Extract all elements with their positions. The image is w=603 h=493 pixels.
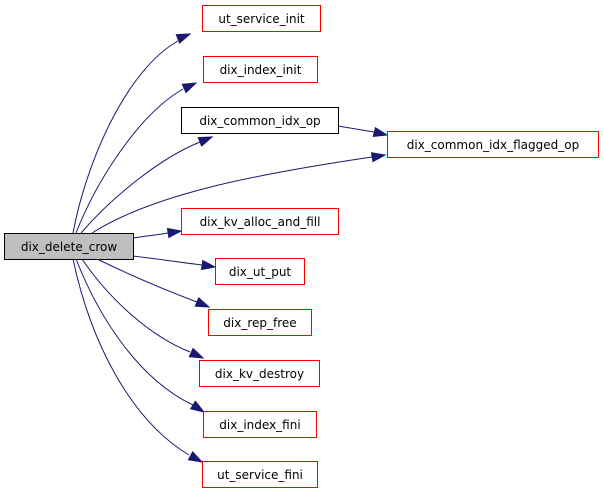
node-dix_index_init[interactable]: dix_index_init	[203, 56, 318, 83]
edge-dix_delete_crow-to-dix_ut_put	[132, 255, 217, 271]
node-label: dix_kv_destroy	[215, 367, 304, 381]
node-label: ut_service_init	[218, 12, 305, 26]
edge-line	[81, 258, 191, 353]
edge-dix_delete_crow-to-dix_index_init	[75, 82, 198, 234]
node-box	[215, 258, 305, 285]
arrowhead-icon	[188, 347, 205, 359]
arrowhead-icon	[200, 259, 217, 271]
edge-dix_delete_crow-to-dix_kv_destroy	[81, 258, 205, 359]
arrowhead-icon	[181, 82, 198, 94]
edge-dix_common_idx_op-to-dix_common_idx_flagged_op	[337, 125, 389, 138]
edge-line	[72, 40, 179, 234]
edge-line	[337, 125, 375, 133]
node-dix_rep_free[interactable]: dix_rep_free	[208, 309, 312, 336]
arrowhead-icon	[372, 126, 389, 138]
node-box	[202, 5, 321, 32]
node-label: dix_ut_put	[229, 265, 292, 279]
node-label: dix_kv_alloc_and_fill	[200, 215, 321, 229]
node-box	[202, 461, 318, 488]
node-dix_ut_put[interactable]: dix_ut_put	[215, 258, 305, 285]
node-box	[181, 107, 339, 134]
node-label: dix_common_idx_flagged_op	[407, 138, 579, 152]
arrowhead-icon	[194, 297, 211, 308]
node-box	[387, 131, 599, 158]
edge-line	[75, 88, 184, 234]
arrowhead-icon	[166, 227, 183, 239]
edge-dix_delete_crow-to-dix_common_idx_op	[80, 136, 214, 234]
node-dix_index_fini[interactable]: dix_index_fini	[203, 411, 317, 438]
node-box	[181, 208, 339, 235]
edge-dix_delete_crow-to-dix_kv_alloc_and_fill	[132, 227, 183, 239]
arrowhead-icon	[187, 451, 204, 463]
node-dix_common_idx_op[interactable]: dix_common_idx_op	[181, 107, 339, 134]
node-label: dix_index_init	[220, 63, 302, 77]
edge-line	[96, 258, 198, 303]
arrowhead-icon	[370, 152, 387, 163]
edge-dix_delete_crow-to-dix_common_idx_flagged_op	[91, 152, 387, 234]
arrowhead-icon	[197, 136, 214, 147]
node-label: dix_rep_free	[223, 316, 296, 330]
node-dix_kv_alloc_and_fill[interactable]: dix_kv_alloc_and_fill	[181, 208, 339, 235]
node-ut_service_init[interactable]: ut_service_init	[202, 5, 321, 32]
edge-dix_delete_crow-to-dix_index_fini	[75, 258, 206, 413]
edge-line	[91, 156, 373, 234]
node-box	[199, 360, 320, 387]
edge-dix_delete_crow-to-dix_rep_free	[96, 258, 211, 308]
edges-layer	[72, 33, 389, 463]
node-ut_service_fini[interactable]: ut_service_fini	[202, 461, 318, 488]
edge-dix_delete_crow-to-ut_service_fini	[72, 258, 204, 463]
edge-dix_delete_crow-to-ut_service_init	[72, 33, 192, 234]
node-label: ut_service_fini	[217, 468, 303, 482]
edge-line	[132, 255, 203, 266]
node-dix_kv_destroy[interactable]: dix_kv_destroy	[199, 360, 320, 387]
node-label: dix_delete_crow	[21, 240, 117, 254]
edge-line	[75, 258, 194, 406]
node-box	[203, 56, 318, 83]
edge-line	[72, 258, 190, 456]
arrowhead-icon	[175, 33, 192, 44]
nodes-layer: dix_delete_crow ut_service_init dix_index_…	[4, 5, 599, 488]
edge-line	[132, 232, 169, 239]
node-box	[208, 309, 312, 336]
node-dix_common_idx_flagged_op[interactable]: dix_common_idx_flagged_op	[387, 131, 599, 158]
edge-line	[80, 141, 201, 234]
arrowhead-icon	[189, 400, 206, 413]
node-label: dix_common_idx_op	[199, 114, 320, 128]
node-label: dix_index_fini	[219, 418, 300, 432]
node-box	[4, 233, 134, 260]
node-box	[203, 411, 317, 438]
node-dix_delete_crow: dix_delete_crow	[4, 233, 134, 260]
